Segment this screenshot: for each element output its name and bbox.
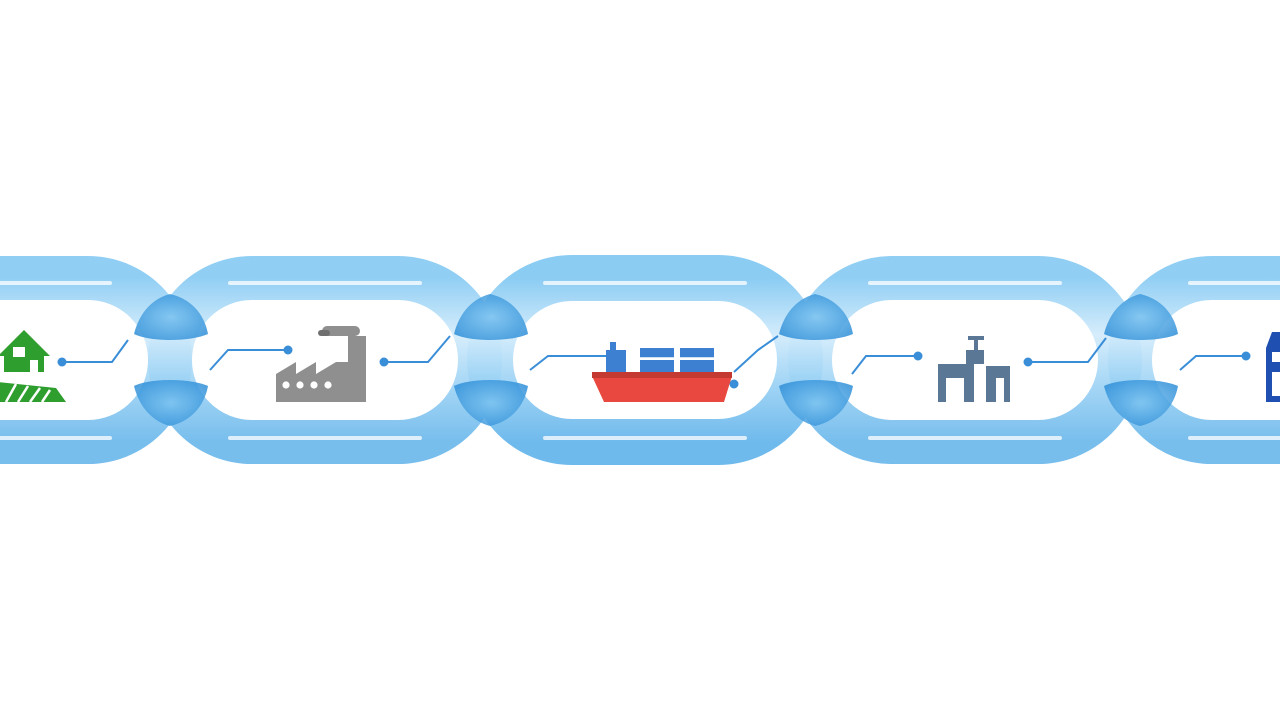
warehouse-icon bbox=[938, 336, 1010, 402]
connector-line bbox=[851, 355, 918, 375]
connector-dot bbox=[1241, 351, 1251, 361]
cargo-ship-icon bbox=[592, 342, 732, 402]
connector-line bbox=[529, 355, 610, 371]
chain-highlights bbox=[0, 281, 1280, 440]
connector-dot bbox=[729, 379, 739, 389]
chain-joint bbox=[454, 380, 528, 426]
connector-line bbox=[62, 339, 129, 363]
factory-icon bbox=[276, 326, 366, 402]
connector-dot bbox=[1023, 357, 1033, 367]
connector-line bbox=[1179, 355, 1246, 371]
connector-dots bbox=[57, 345, 1251, 389]
connector-dot bbox=[283, 345, 293, 355]
connector-dot bbox=[57, 357, 67, 367]
chain-link-5 bbox=[1108, 256, 1280, 464]
store-icon bbox=[1266, 332, 1280, 402]
farm-house-icon bbox=[0, 330, 66, 403]
chain-joint bbox=[779, 294, 853, 340]
chain-link-2 bbox=[148, 256, 502, 464]
chain-links bbox=[0, 255, 1280, 465]
chain-joint bbox=[454, 294, 528, 340]
connector-line bbox=[209, 349, 288, 371]
connector-line bbox=[384, 335, 451, 363]
chain-joint bbox=[1104, 294, 1178, 340]
chain-link-4 bbox=[788, 256, 1142, 464]
connector-dot bbox=[913, 351, 923, 361]
connector-dot bbox=[379, 357, 389, 367]
chain-joints bbox=[134, 294, 1178, 426]
connector-lines bbox=[62, 335, 1246, 375]
chain-joint bbox=[134, 380, 208, 426]
chain-joint bbox=[134, 294, 208, 340]
connector-line bbox=[733, 335, 779, 373]
chain-joint bbox=[779, 380, 853, 426]
connector-line bbox=[1028, 337, 1107, 363]
chain-joint bbox=[1104, 380, 1178, 426]
